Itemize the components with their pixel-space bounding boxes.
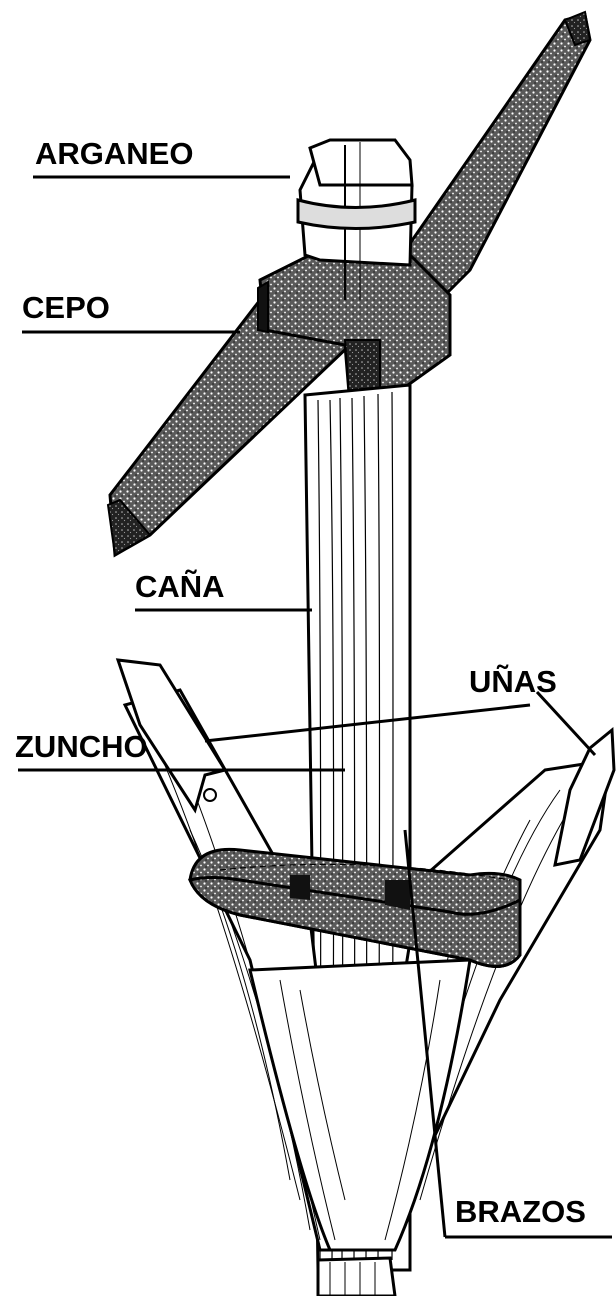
label-brazos: BRAZOS	[455, 1194, 586, 1229]
label-cana: CAÑA	[135, 569, 225, 604]
label-cepo: CEPO	[22, 290, 110, 325]
label-arganeo: ARGANEO	[35, 136, 193, 171]
label-zuncho: ZUNCHO	[15, 729, 148, 764]
unas-leader-right	[537, 692, 595, 755]
label-unas: UÑAS	[469, 664, 557, 699]
